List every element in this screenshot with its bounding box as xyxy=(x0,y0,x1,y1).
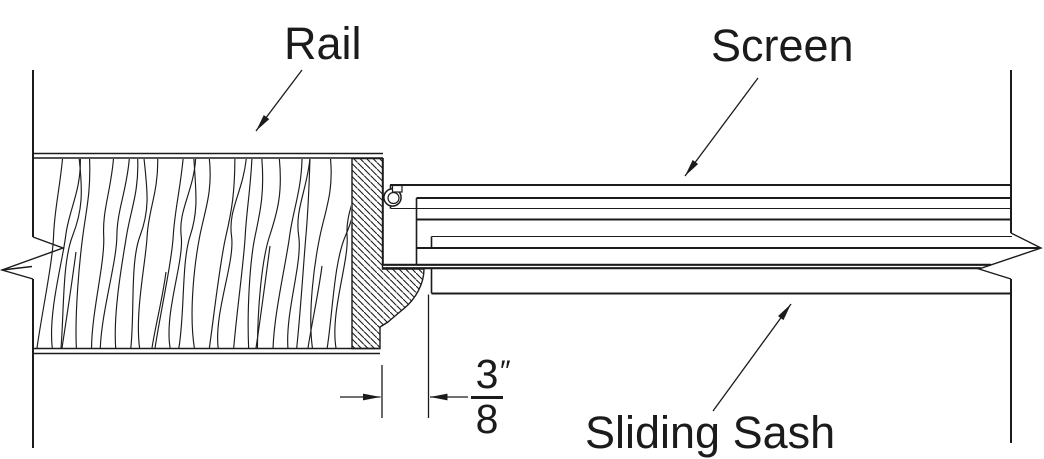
rail-end-hatch xyxy=(351,157,425,350)
dimension-unit: ″ xyxy=(500,355,511,388)
dimension-lines xyxy=(340,294,468,418)
screen-label: Screen xyxy=(711,20,854,71)
fraction-bar xyxy=(471,395,503,399)
dimension-denominator: 8 xyxy=(475,395,499,442)
screen-leader-arrow xyxy=(684,77,759,177)
sliding-sash-label: Sliding Sash xyxy=(585,407,836,458)
wall-edge-right xyxy=(976,70,1043,443)
rail-label: Rail xyxy=(284,18,362,69)
rail-leader-arrow xyxy=(255,69,303,132)
leader-arrows xyxy=(255,69,792,412)
spline-detail xyxy=(383,184,403,207)
wood-grain xyxy=(36,159,351,348)
wall-edge-left xyxy=(0,70,66,448)
dimension-value: 3 8 xyxy=(471,351,503,442)
screen-sash-lines xyxy=(382,184,1040,295)
sash-leader-arrow xyxy=(712,303,792,412)
dimension-numerator: 3 xyxy=(475,351,499,397)
